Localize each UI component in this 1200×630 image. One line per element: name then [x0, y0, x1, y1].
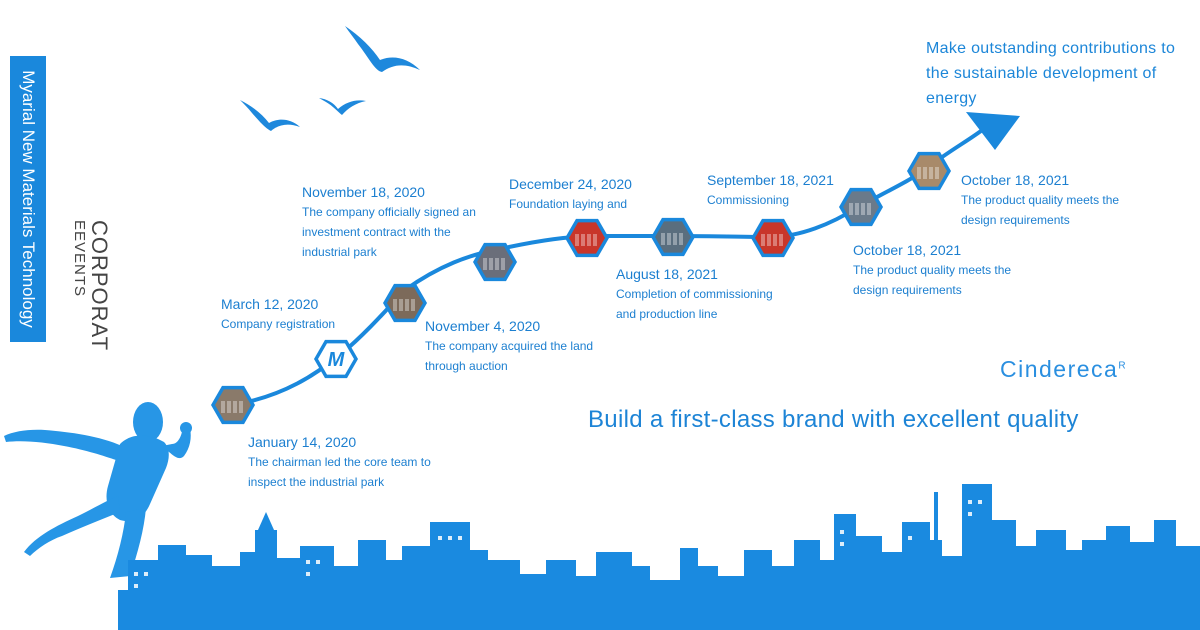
- event-text-line: The product quality meets the: [961, 193, 1120, 207]
- brand-name-text: Cindereca: [1000, 356, 1119, 382]
- goal-statement: Make outstanding contributions to the su…: [926, 40, 1176, 107]
- event-text-line: Commissioning: [707, 193, 790, 207]
- side-banner-text: Myarial New Materials Technology: [19, 70, 38, 328]
- ceremony-photo-icon: [755, 222, 791, 254]
- signing-photo-icon: [477, 246, 513, 278]
- side-banner: Myarial New Materials Technology: [10, 56, 46, 342]
- company-logo-glyph: M: [328, 349, 346, 371]
- event-text-line: The company officially signed an: [302, 205, 476, 219]
- city-skyline: [118, 484, 1200, 630]
- event-text-line: The chairman led the core team to: [248, 455, 431, 469]
- skyline-windows: [134, 500, 982, 588]
- bird-icon: [319, 98, 366, 115]
- event-text-line: through auction: [425, 359, 508, 373]
- corporate-line1: CORPORAT: [87, 220, 112, 352]
- timeline-node-1: [211, 385, 255, 425]
- event-date: October 18, 2021: [853, 242, 962, 258]
- event-date: October 18, 2021: [961, 172, 1070, 188]
- event-1: January 14, 2020 The chairman led the co…: [248, 432, 431, 492]
- timeline-arrow-icon: [966, 112, 1020, 150]
- company-logo-icon: [318, 343, 354, 375]
- event-7: September 18, 2021 Commissioning: [707, 170, 834, 210]
- event-text-line: inspect the industrial park: [248, 475, 385, 489]
- brand-registered-mark: R: [1118, 360, 1126, 372]
- event-text-line: design requirements: [961, 213, 1070, 227]
- brand-name: CinderecaR: [1000, 356, 1126, 383]
- factory-interior-photo-icon: [655, 221, 691, 253]
- event-4: November 18, 2020 The company officially…: [302, 182, 476, 262]
- timeline-node-6: [651, 217, 695, 257]
- event-6: August 18, 2021 Completion of commission…: [616, 264, 773, 324]
- event-text-line: and production line: [616, 307, 718, 321]
- event-date: August 18, 2021: [616, 266, 718, 282]
- meeting-photo-icon: [387, 287, 423, 319]
- event-date: November 4, 2020: [425, 318, 541, 334]
- event-2: March 12, 2020 Company registration: [221, 294, 335, 334]
- event-text-line: The company acquired the land: [425, 339, 594, 353]
- event-text-line: Foundation laying and: [509, 197, 628, 211]
- timeline-node-4: [473, 242, 517, 282]
- timeline-node-5: [565, 218, 609, 258]
- timeline-curve: [232, 122, 992, 407]
- runner-silhouette: [4, 402, 192, 578]
- event-text-line: Completion of commissioning: [616, 287, 773, 301]
- event-text-line: Company registration: [221, 317, 336, 331]
- timeline-node-8: [839, 187, 883, 227]
- event-date: December 24, 2020: [509, 176, 632, 192]
- timeline-node-9: [907, 151, 951, 191]
- bird-icon: [240, 100, 300, 131]
- warehouse-photo-icon: [911, 155, 947, 187]
- event-8: October 18, 2021 The product quality mee…: [853, 240, 1011, 300]
- event-date: September 18, 2021: [707, 172, 834, 188]
- event-9: October 18, 2021 The product quality mee…: [961, 170, 1119, 230]
- event-text-line: The product quality meets the: [853, 263, 1012, 277]
- event-date: March 12, 2020: [221, 296, 319, 312]
- slogan: Build a first-class brand with excellent…: [588, 406, 1079, 433]
- event-text-line: investment contract with the: [302, 225, 451, 239]
- timeline-node-3: [383, 283, 427, 323]
- event-date: January 14, 2020: [248, 434, 357, 450]
- timeline-node-2: M: [314, 339, 358, 379]
- bird-icon: [345, 26, 420, 72]
- event-5: December 24, 2020 Foundation laying and: [509, 174, 632, 214]
- event-text-line: design requirements: [853, 283, 962, 297]
- timeline-node-7: [751, 218, 795, 258]
- event-date: November 18, 2020: [302, 184, 425, 200]
- production-line-photo-icon: [843, 191, 879, 223]
- team-photo-icon: [215, 389, 251, 421]
- corporate-line2: EEVENTS: [71, 220, 88, 298]
- ceremony-photo-icon: [569, 222, 605, 254]
- event-text-line: industrial park: [302, 245, 377, 259]
- event-3: November 4, 2020 The company acquired th…: [425, 316, 593, 376]
